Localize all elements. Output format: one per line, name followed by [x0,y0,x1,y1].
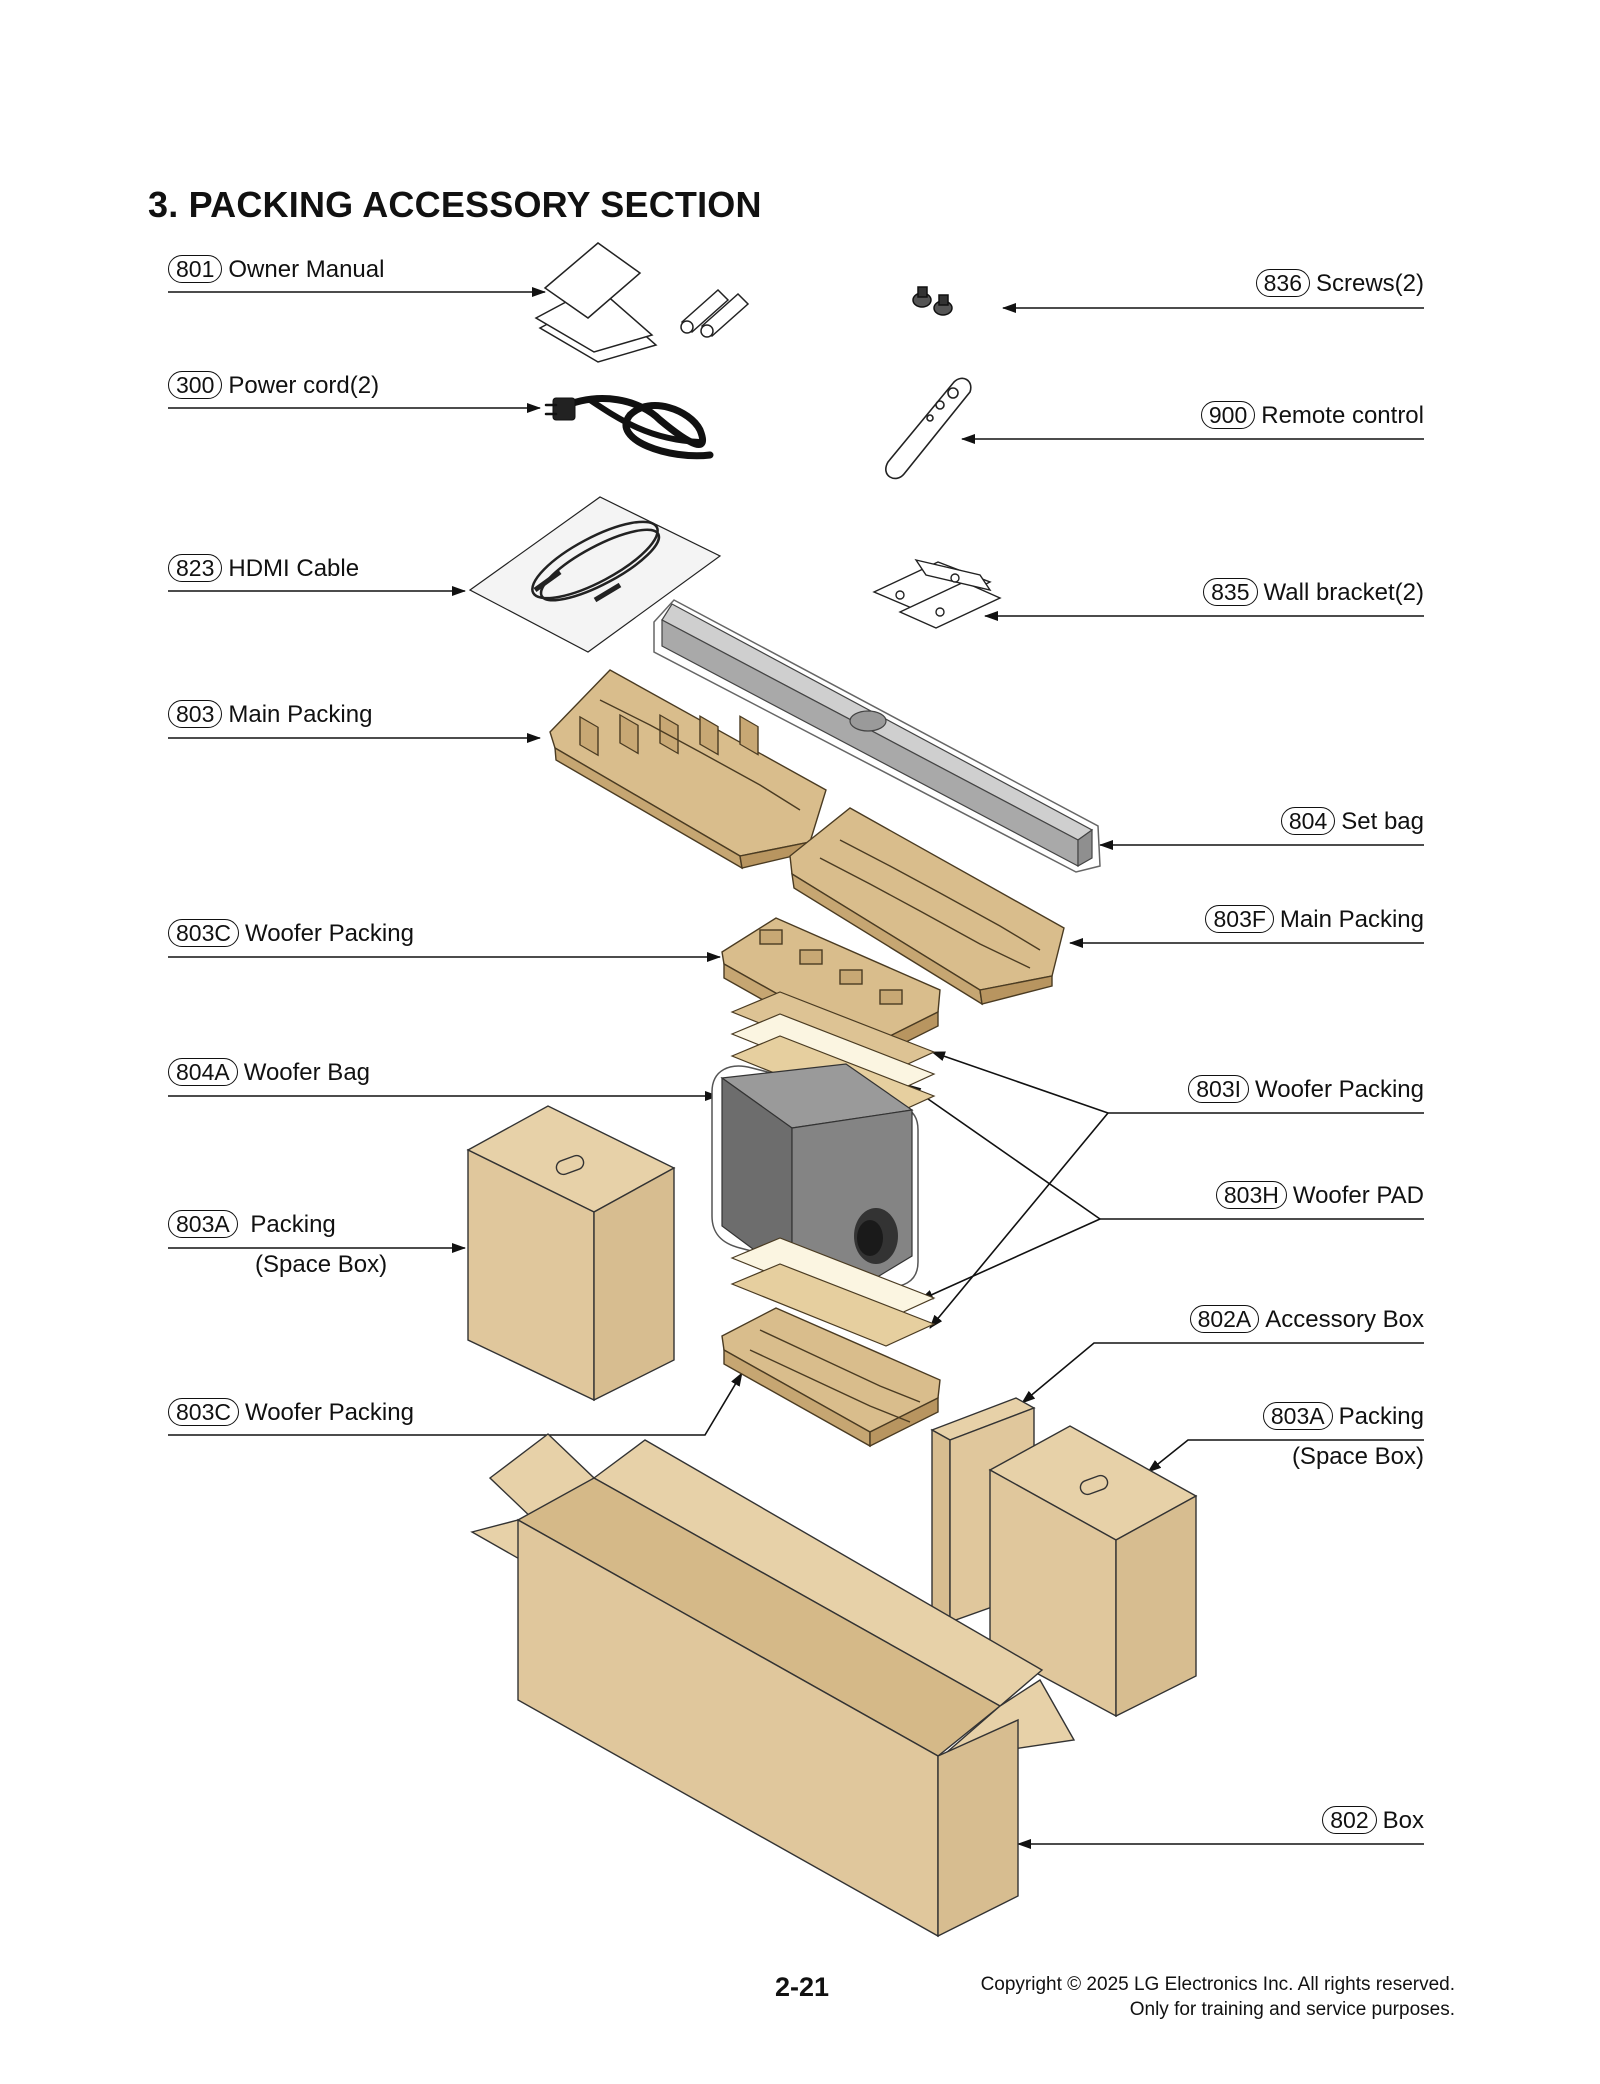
code-835: 835 [1203,578,1258,606]
text-900: Remote control [1261,402,1424,429]
text-803c-top: Woofer Packing [244,920,414,947]
text-803h: Woofer PAD [1292,1182,1424,1209]
text-801: Owner Manual [228,256,385,283]
code-803f: 803F [1205,905,1274,933]
text-803: Main Packing [228,701,373,728]
code-836: 836 [1255,269,1310,297]
power-cord-illustration [544,395,714,460]
text-802: Box [1382,1807,1424,1834]
text-835: Wall bracket(2) [1263,579,1424,606]
page-title: 3. PACKING ACCESSORY SECTION [148,184,762,225]
copyright-line-1: Copyright © 2025 LG Electronics Inc. All… [980,1974,1455,1995]
text-803i: Woofer Packing [1255,1076,1424,1103]
screws-illustration [912,286,953,316]
copyright-notice: Copyright © 2025 LG Electronics Inc. All… [981,1972,1455,2022]
hdmi-cable-illustration [468,496,722,653]
space-box-right [988,1425,1198,1718]
text-804: Set bag [1341,808,1424,835]
remote-control-illustration [885,377,972,480]
code-803: 803 [168,700,223,728]
owner-manual-illustration [534,242,658,363]
text-300: Power cord(2) [228,372,380,399]
code-801: 801 [168,255,223,283]
text-803f: Main Packing [1279,906,1424,933]
woofer-illustration [711,1063,919,1291]
woofer-packing-bottom [721,1307,941,1448]
text-803a-left: Packing [250,1211,336,1238]
main-box [470,1433,1076,1938]
code-803a-left: 803A [168,1210,238,1238]
copyright-line-2: Only for training and service purposes. [1129,1999,1455,2020]
main-packing-tray-803 [549,669,827,870]
text-803a-right: Packing [1338,1403,1424,1430]
text-836: Screws(2) [1315,270,1424,297]
code-803a-right: 803A [1262,1402,1333,1430]
soundbar-illustration [653,599,1101,873]
sub-803a-right: (Space Box) [1291,1443,1424,1470]
text-804a: Woofer Bag [243,1059,371,1086]
code-803i: 803I [1188,1075,1250,1103]
code-803c-top: 803C [168,919,239,947]
code-900: 900 [1200,401,1256,429]
page-number: 2-21 [775,1972,830,2002]
code-300: 300 [168,371,223,399]
code-804: 804 [1280,807,1336,835]
leader-lines-right [907,303,1424,1849]
space-box-left [466,1105,676,1402]
woofer-pads-bottom [730,1237,936,1347]
batteries-illustration [680,288,750,338]
code-802a: 802A [1189,1305,1260,1333]
wall-bracket-illustration [872,558,1002,629]
code-802: 802 [1322,1806,1377,1834]
code-803c-bottom: 803C [168,1398,239,1426]
main-packing-tray-803f [789,807,1065,1006]
code-823: 823 [168,554,223,582]
sub-803a-left: (Space Box) [255,1251,388,1278]
text-802a: Accessory Box [1265,1306,1424,1333]
leader-lines-left [168,287,743,1436]
code-803h: 803H [1215,1181,1287,1209]
label-803a-left: 803A Packing [168,1210,336,1240]
code-804a: 804A [168,1058,238,1086]
text-823: HDMI Cable [228,555,360,582]
text-803c-bottom: Woofer Packing [244,1399,414,1426]
